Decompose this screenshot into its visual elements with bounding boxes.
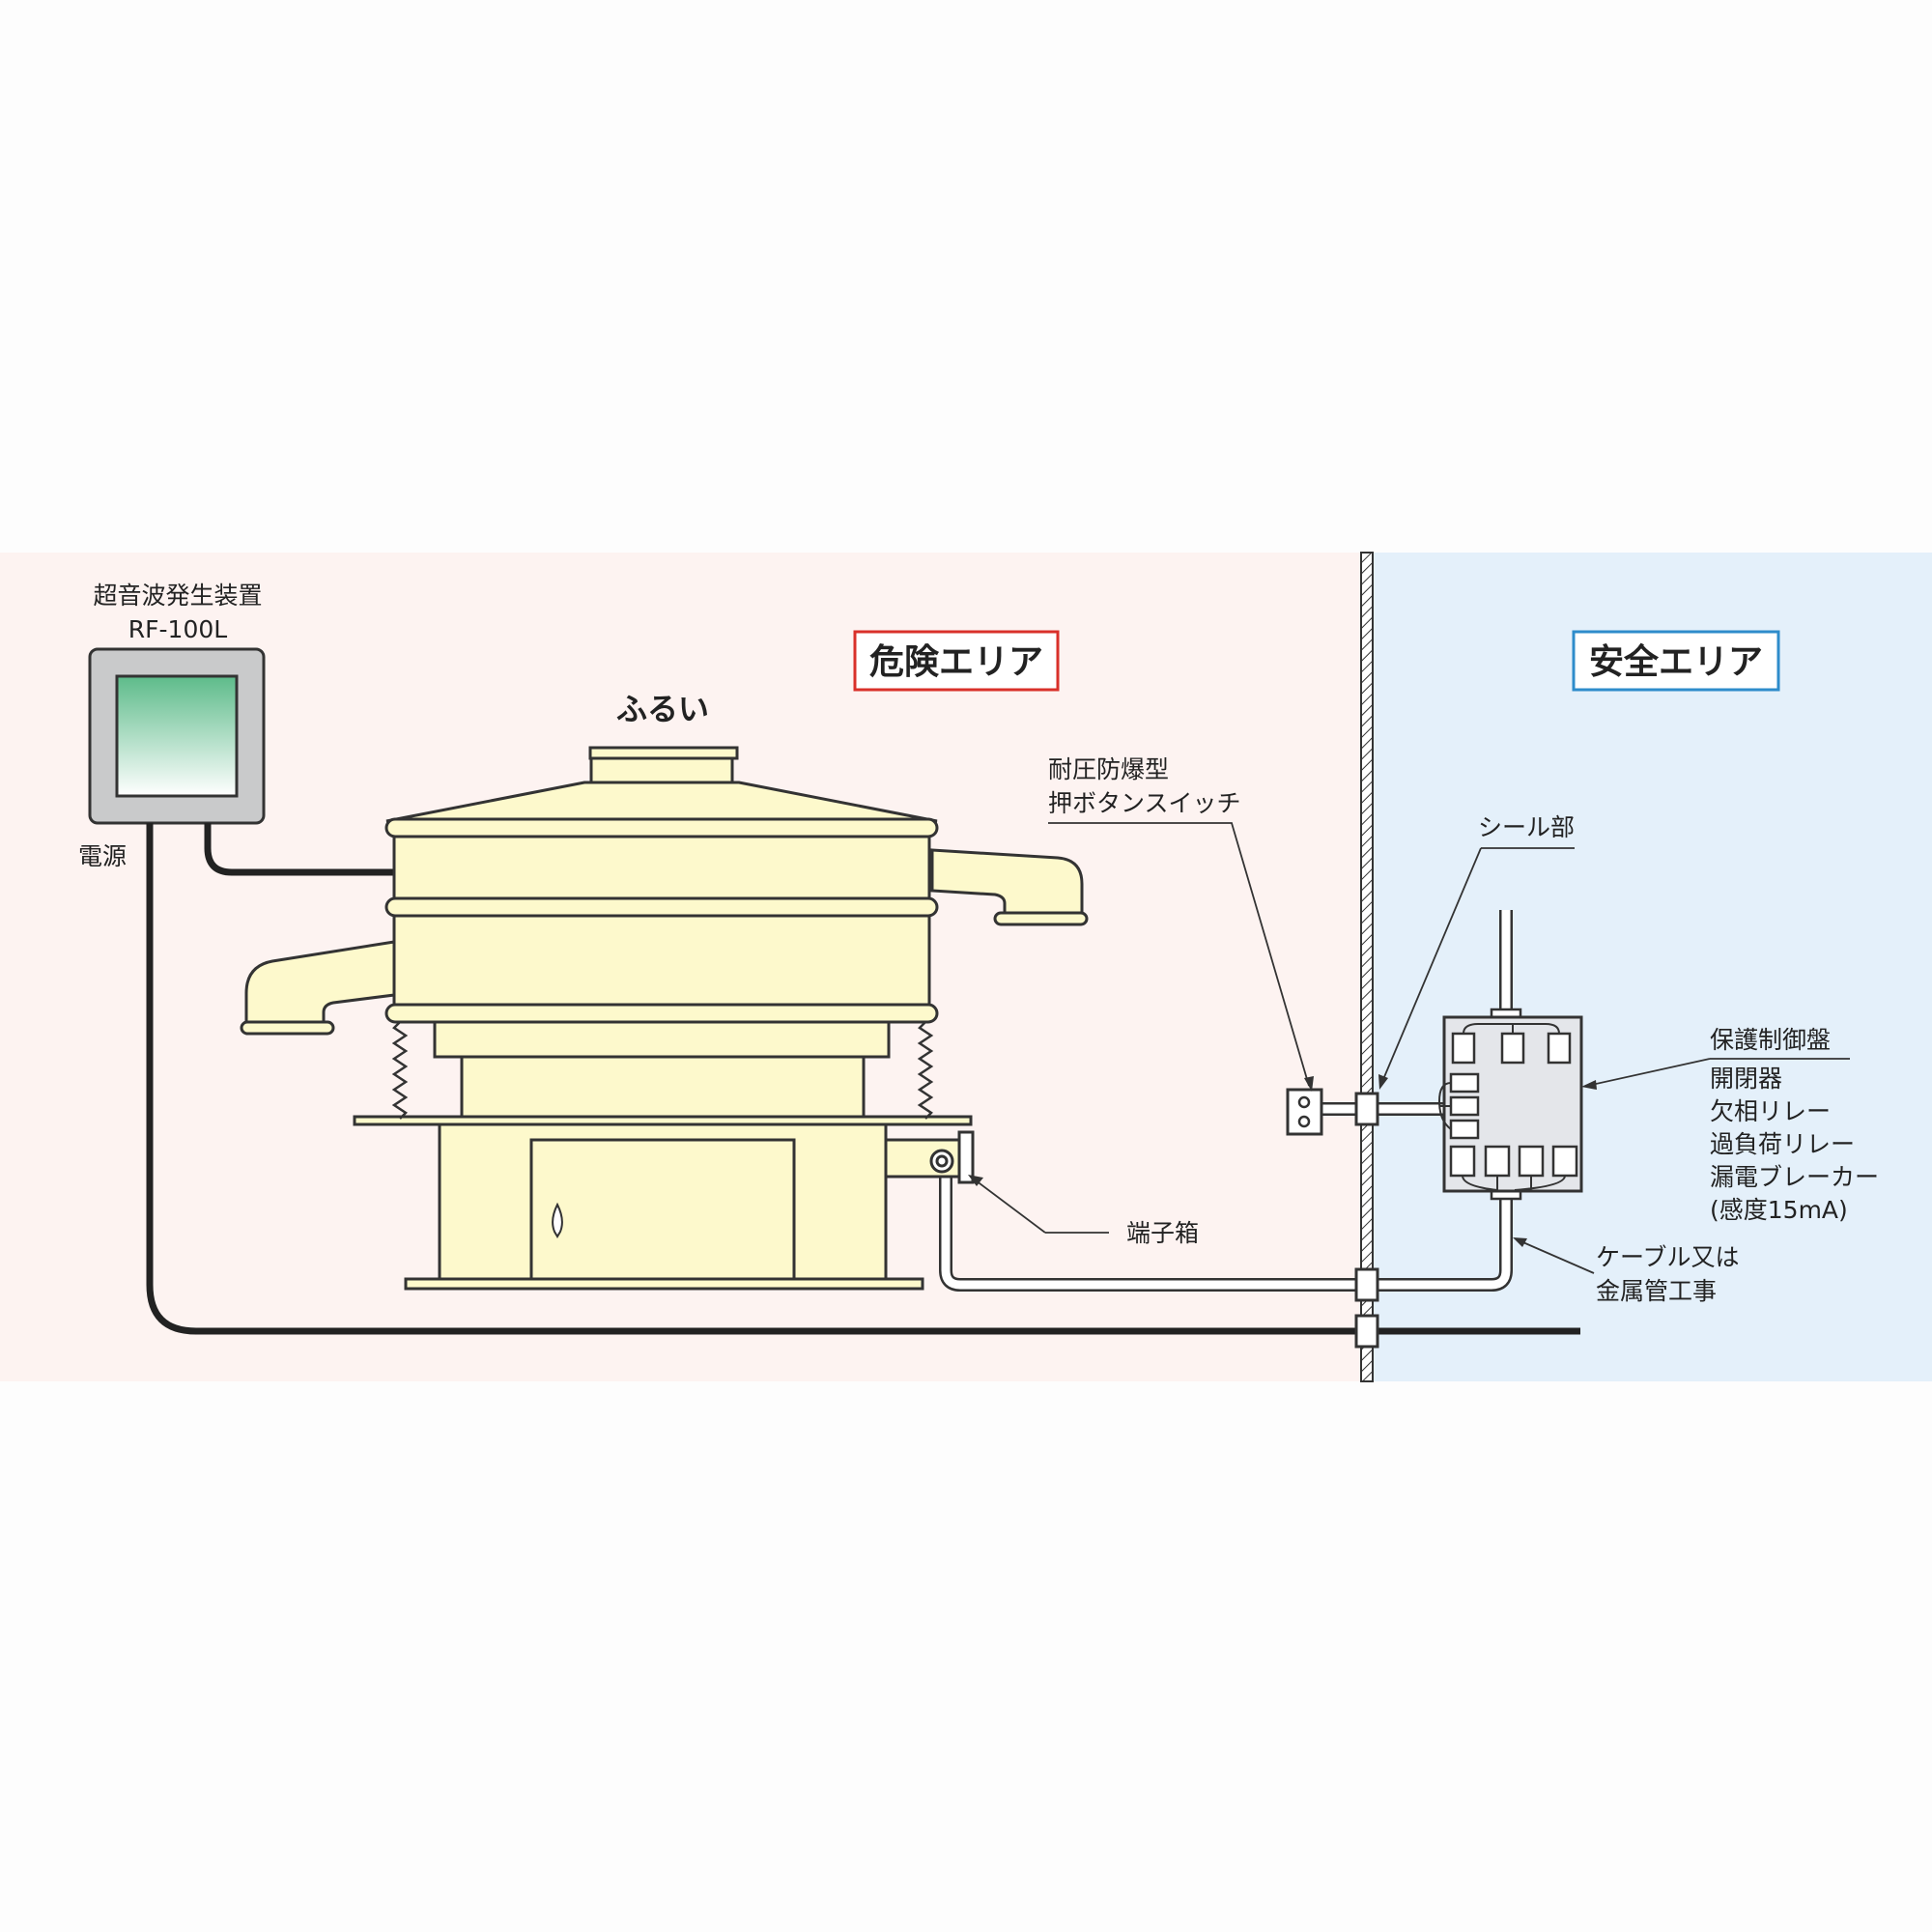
switch-label-line1: 耐圧防爆型 — [1048, 755, 1169, 783]
power-cable — [146, 823, 1580, 1335]
cable-label-line2: 金属管工事 — [1596, 1277, 1717, 1305]
push-button-switch — [1286, 1088, 1323, 1136]
control-panel-title: 保護制御盤 — [1710, 1026, 1831, 1054]
control-panel-item: 欠相リレー — [1710, 1097, 1831, 1125]
safe-area-label: 安全エリア — [1572, 630, 1780, 692]
conduit — [939, 910, 1513, 1292]
seal-fittings — [1354, 1092, 1379, 1349]
ultrasonic-generator — [88, 647, 266, 825]
svg-text:危険エリア: 危険エリア — [869, 642, 1043, 682]
sieve-machine — [240, 746, 1089, 1291]
sieve-label: ふるい — [616, 691, 709, 727]
terminal-box-label: 端子箱 — [1126, 1219, 1199, 1247]
leader-lines — [975, 822, 1850, 1274]
danger-area-label: 危険エリア — [853, 630, 1060, 692]
springs — [391, 1021, 934, 1120]
switch-label-line2: 押ボタンスイッチ — [1048, 789, 1241, 817]
generator-model: RF-100L — [128, 615, 227, 643]
control-panel-item: 開閉器 — [1710, 1065, 1782, 1093]
control-panel-item: 漏電ブレーカー — [1710, 1163, 1879, 1191]
seal-label: シール部 — [1478, 813, 1575, 841]
wall — [1360, 552, 1374, 1382]
control-panel — [1437, 1008, 1583, 1201]
generator-cable — [204, 823, 394, 876]
control-panel-item: 過負荷リレー — [1710, 1130, 1855, 1158]
power-label: 電源 — [78, 842, 127, 870]
arrowheads — [968, 1074, 1597, 1247]
cable-label-line1: ケーブル又は — [1596, 1243, 1740, 1271]
door-handle — [552, 1202, 563, 1238]
svg-text:安全エリア: 安全エリア — [1589, 641, 1763, 682]
control-panel-item: (感度15mA) — [1710, 1196, 1848, 1224]
generator-title: 超音波発生装置 — [93, 582, 262, 610]
terminal-box — [884, 1130, 975, 1184]
